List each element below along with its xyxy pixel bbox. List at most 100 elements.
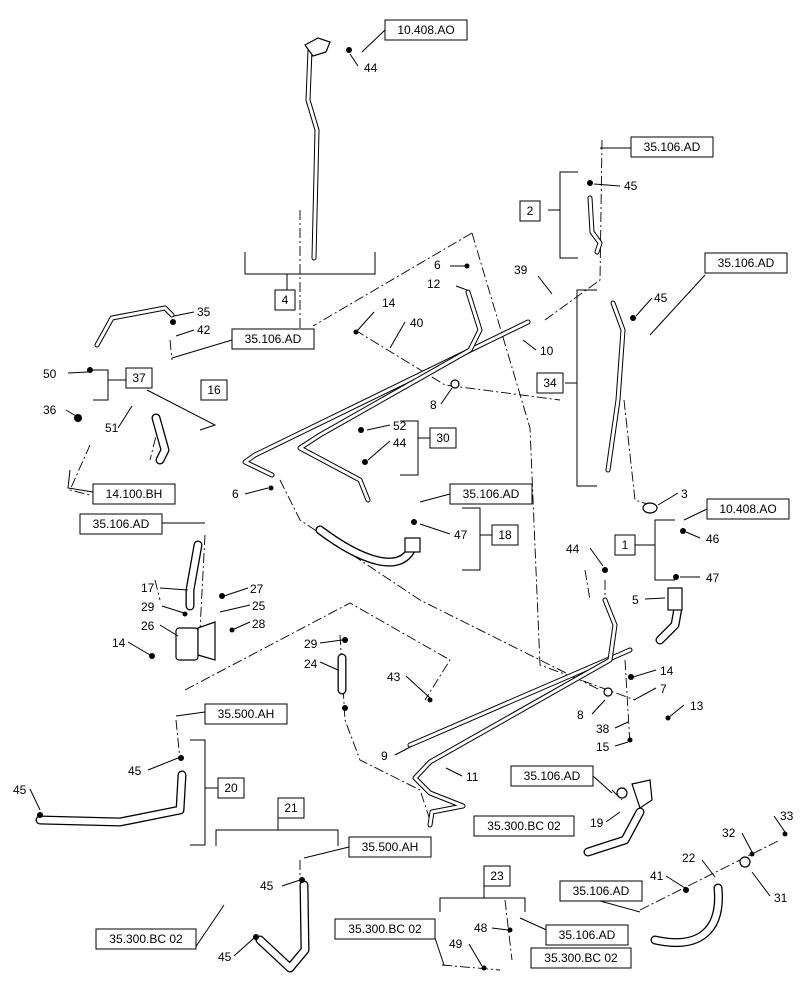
- assembly-box: [277, 797, 305, 819]
- reference-35106ad-upper-right: 35.106.AD: [630, 136, 714, 158]
- reference-35300bc02-bottom: 35.300.BC 02: [334, 918, 436, 940]
- assembly-label: 4: [282, 293, 289, 307]
- tubes-and-hoses: [35, 37, 723, 973]
- assembly-box: [125, 367, 153, 389]
- reference-box: [231, 328, 315, 350]
- assembly-30: 30: [429, 427, 457, 449]
- callout-47-right: 47: [706, 571, 720, 585]
- reference-35300bc02-bottom-right: 35.300.BC 02: [530, 947, 632, 969]
- reference-35500ah-bottom: 35.500.AH: [348, 836, 432, 858]
- callout-6-mid: 6: [232, 487, 239, 501]
- reference-box: [334, 918, 436, 940]
- callout-45-low: 45: [128, 764, 142, 778]
- assembly-18: 18: [491, 524, 519, 546]
- callout-29-left: 29: [141, 600, 155, 614]
- reference-box: [545, 924, 629, 946]
- assembly-brackets: [93, 171, 675, 912]
- callout-38: 38: [596, 722, 610, 736]
- callout-39: 39: [514, 263, 528, 277]
- reference-label: 10.408.AO: [719, 502, 776, 516]
- reference-label: 10.408.AO: [397, 23, 454, 37]
- assembly-box: [614, 534, 636, 556]
- callout-6-top: 6: [434, 258, 441, 272]
- assembly-23: 23: [483, 865, 511, 887]
- assembly-1: 1: [614, 534, 636, 556]
- reference-box: [704, 252, 788, 274]
- assembly-label: 23: [490, 869, 504, 883]
- assembly-label: 1: [622, 538, 629, 552]
- assembly-37: 37: [125, 367, 153, 389]
- callout-5: 5: [632, 593, 639, 607]
- reference-label: 35.300.BC 02: [348, 922, 422, 936]
- callout-24: 24: [304, 657, 318, 671]
- callout-8-low: 8: [577, 708, 584, 722]
- reference-label: 35.106.AD: [559, 928, 616, 942]
- callout-40: 40: [410, 316, 424, 330]
- callout-51: 51: [105, 421, 119, 435]
- assembly-label: 2: [527, 204, 534, 218]
- reference-label: 35.106.AD: [93, 517, 150, 531]
- callout-45-far-left: 45: [13, 783, 27, 797]
- reference-35500ah-left: 35.500.AH: [204, 703, 288, 725]
- assembly-label: 21: [284, 801, 298, 815]
- reference-35106ad-mid-left: 35.106.AD: [79, 513, 163, 535]
- assembly-box: [491, 524, 519, 546]
- fuel-filter: [175, 627, 199, 661]
- reference-label: 35.106.AD: [463, 487, 520, 501]
- callout-leaders: [29, 53, 786, 967]
- reference-box: [92, 483, 176, 505]
- assembly-box: [429, 427, 457, 449]
- assembly-label: 30: [436, 431, 450, 445]
- assembly-box: [483, 865, 511, 887]
- callout-35: 35: [197, 305, 211, 319]
- reference-35106ad-center: 35.106.AD: [449, 483, 533, 505]
- reference-14100bh: 14.100.BH: [92, 483, 176, 505]
- callout-42: 42: [197, 323, 211, 337]
- callout-14-left: 14: [112, 636, 126, 650]
- reference-35106ad-lower-right: 35.106.AD: [559, 880, 643, 902]
- callout-52: 52: [393, 419, 407, 433]
- callout-14-top: 14: [382, 296, 396, 310]
- reference-label: 35.106.AD: [718, 256, 775, 270]
- callout-50: 50: [43, 367, 57, 381]
- reference-box: [348, 836, 432, 858]
- callout-9: 9: [381, 749, 388, 763]
- callout-43: 43: [387, 670, 401, 684]
- callout-17: 17: [141, 581, 155, 595]
- assembly-box: [536, 372, 564, 394]
- assembly-4: 4: [274, 289, 296, 311]
- assembly-box: [200, 379, 228, 401]
- reference-10408ao-right: 10.408.AO: [706, 498, 790, 520]
- callout-11: 11: [466, 770, 479, 784]
- fitting-hose-18: [404, 537, 421, 553]
- reference-35106ad-left: 35.106.AD: [231, 328, 315, 350]
- assembly-2: 2: [519, 200, 541, 222]
- callout-13: 13: [690, 699, 704, 713]
- reference-label: 14.100.BH: [106, 487, 163, 501]
- assembly-34: 34: [536, 372, 564, 394]
- callout-46: 46: [706, 532, 720, 546]
- reference-35106ad-lower-mid: 35.106.AD: [510, 765, 594, 787]
- callout-49: 49: [449, 937, 463, 951]
- reference-label: 35.106.AD: [644, 140, 701, 154]
- reference-35106ad-bottom: 35.106.AD: [545, 924, 629, 946]
- reference-label: 35.300.BC 02: [544, 951, 618, 965]
- assembly-box: [519, 200, 541, 222]
- reference-label: 35.106.AD: [245, 332, 302, 346]
- assembly-label: 20: [224, 781, 238, 795]
- callout-45-right: 45: [654, 291, 668, 305]
- callout-47-mid: 47: [454, 528, 468, 542]
- callout-26: 26: [141, 619, 155, 633]
- reference-box: [79, 513, 163, 535]
- callout-19: 19: [590, 816, 604, 830]
- callout-45-bottom-left: 45: [218, 950, 232, 964]
- reference-box: [95, 928, 197, 950]
- callout-31: 31: [774, 891, 788, 905]
- assembly-label: 37: [132, 371, 146, 385]
- reference-box: [384, 19, 468, 41]
- callout-27: 27: [250, 582, 264, 596]
- reference-label: 35.300.BC 02: [109, 932, 183, 946]
